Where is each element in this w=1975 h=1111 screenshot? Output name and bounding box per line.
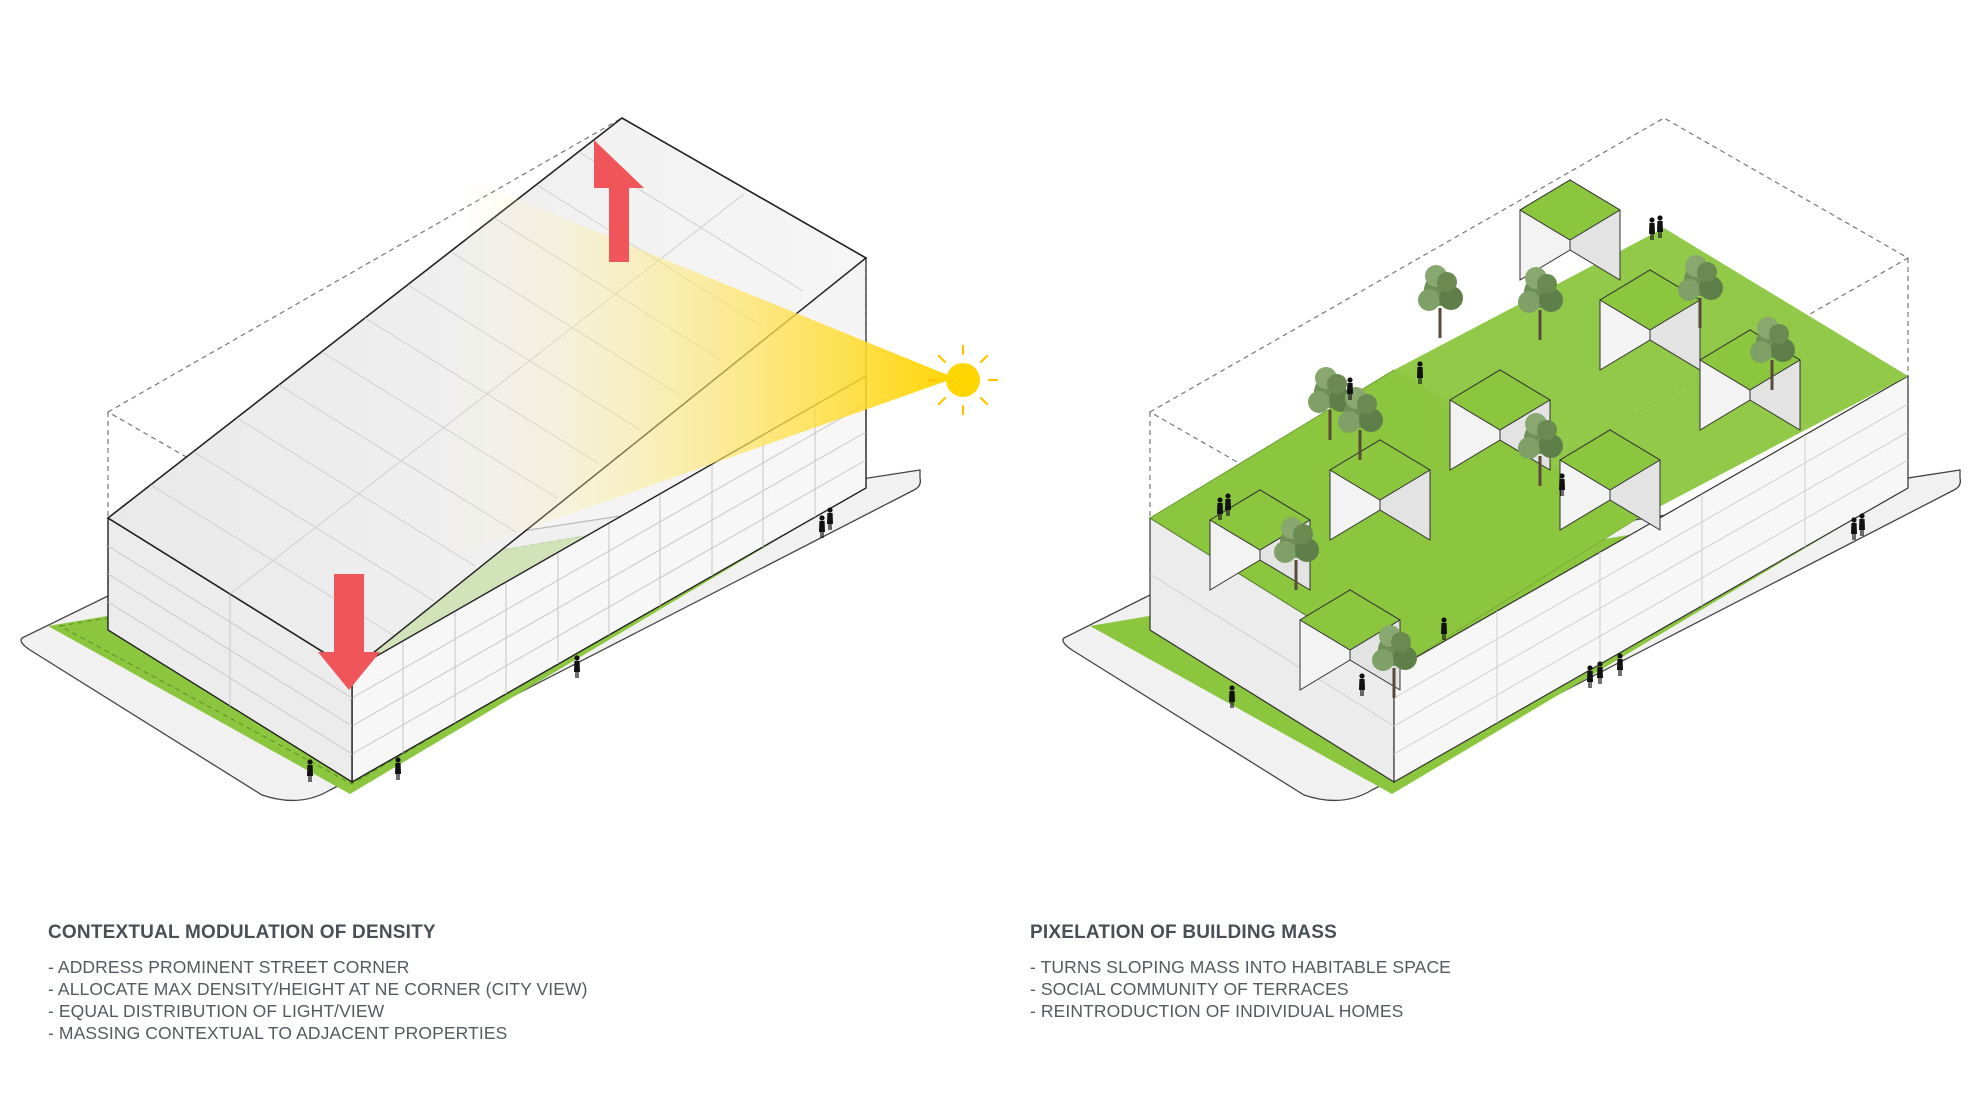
person-icon bbox=[1597, 661, 1603, 684]
right-caption-point: - SOCIAL COMMUNITY OF TERRACES bbox=[1030, 979, 1349, 999]
left-caption-points: - ADDRESS PROMINENT STREET CORNER - ALLO… bbox=[48, 956, 828, 1044]
left-caption-point: - MASSING CONTEXTUAL TO ADJACENT PROPERT… bbox=[48, 1023, 508, 1043]
left-caption: CONTEXTUAL MODULATION OF DENSITY - ADDRE… bbox=[48, 922, 828, 1044]
right-pixelated-diagram bbox=[1062, 117, 1962, 802]
person-icon bbox=[1587, 665, 1593, 688]
sun-icon bbox=[927, 344, 999, 416]
person-icon bbox=[574, 655, 580, 678]
right-caption-point: - REINTRODUCTION OF INDIVIDUAL HOMES bbox=[1030, 1001, 1404, 1021]
left-caption-title: CONTEXTUAL MODULATION OF DENSITY bbox=[48, 922, 436, 943]
left-caption-point: - ADDRESS PROMINENT STREET CORNER bbox=[48, 957, 410, 977]
right-caption-point: - TURNS SLOPING MASS INTO HABITABLE SPAC… bbox=[1030, 957, 1451, 977]
front-facade-grid bbox=[351, 403, 867, 755]
person-icon bbox=[395, 757, 401, 780]
left-caption-point: - ALLOCATE MAX DENSITY/HEIGHT AT NE CORN… bbox=[48, 979, 588, 999]
left-caption-point: - EQUAL DISTRIBUTION OF LIGHT/VIEW bbox=[48, 1001, 385, 1021]
pixel-blocks bbox=[1209, 179, 1801, 691]
tree-icon bbox=[1418, 265, 1463, 338]
right-caption-title: PIXELATION OF BUILDING MASS bbox=[1030, 922, 1337, 943]
arrow-down-icon bbox=[318, 574, 380, 690]
side-facade-grid bbox=[107, 545, 353, 755]
arrow-up-icon bbox=[594, 140, 644, 262]
left-massing-diagram bbox=[20, 117, 999, 802]
right-caption: PIXELATION OF BUILDING MASS - TURNS SLOP… bbox=[1030, 922, 1810, 1022]
person-icon bbox=[1617, 653, 1623, 676]
right-caption-points: - TURNS SLOPING MASS INTO HABITABLE SPAC… bbox=[1030, 956, 1810, 1022]
sunlight-beam bbox=[440, 180, 955, 560]
